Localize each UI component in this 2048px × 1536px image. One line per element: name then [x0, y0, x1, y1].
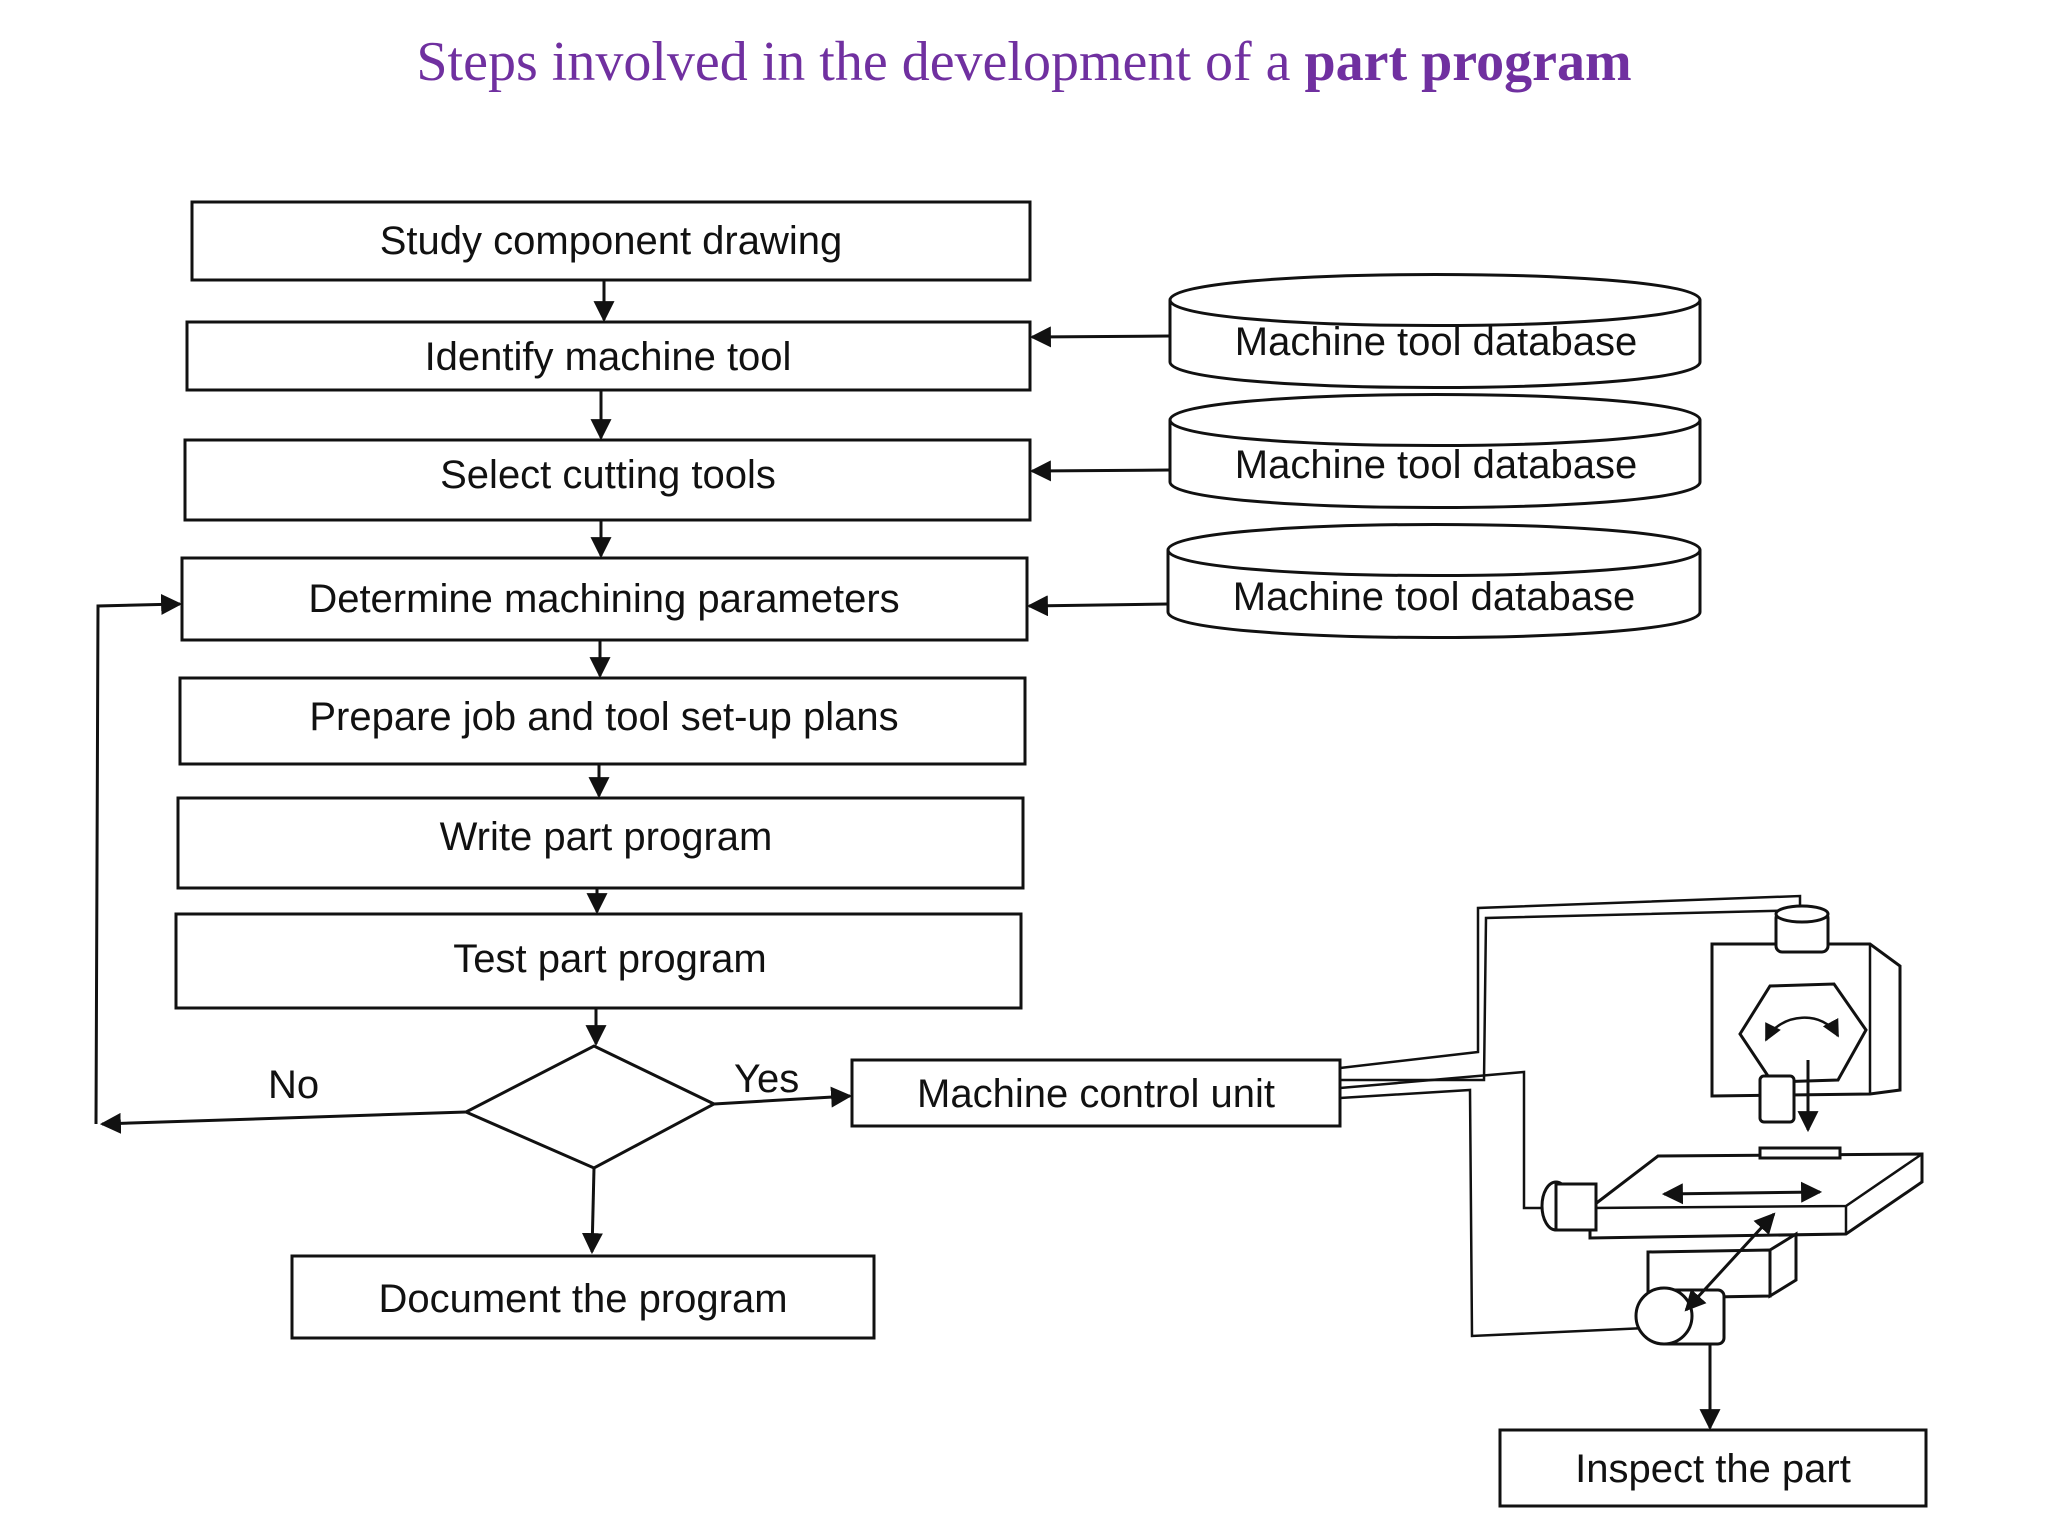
step-test-program: Test part program	[174, 912, 1023, 1010]
page-title: Steps involved in the development of a p…	[0, 30, 2048, 94]
step-identify-machine: Identify machine tool	[185, 320, 1032, 392]
database-label: Machine tool database	[1235, 443, 1638, 487]
database-label: Machine tool database	[1233, 575, 1636, 619]
no-branch: No	[94, 593, 467, 1134]
yes-branch: Yes	[713, 1057, 853, 1108]
control-unit-label: Machine control unit	[917, 1072, 1275, 1116]
database-1: Machine tool database	[1168, 273, 1702, 389]
step-label: Write part program	[440, 815, 773, 859]
database-2: Machine tool database	[1168, 393, 1702, 509]
inspect-label: Inspect the part	[1575, 1447, 1851, 1491]
step-label: Select cutting tools	[440, 453, 776, 497]
step-arrows	[585, 280, 615, 1047]
step-label: Determine machining parameters	[308, 577, 899, 621]
title-main: Steps involved in the development of a	[416, 31, 1305, 93]
step-study-drawing: Study component drawing	[190, 200, 1032, 282]
yes-label: Yes	[734, 1057, 799, 1101]
step-label: Prepare job and tool set-up plans	[309, 695, 898, 739]
step-prepare-setup: Prepare job and tool set-up plans	[178, 676, 1027, 766]
inspect-part-box: Inspect the part	[1498, 1428, 1928, 1508]
decision-diamond	[462, 1044, 718, 1170]
step-write-program: Write part program	[176, 796, 1025, 890]
step-label: Test part program	[453, 937, 766, 981]
step-determine-parameters: Determine machining parameters	[180, 556, 1029, 642]
title-bold: part program	[1304, 31, 1632, 93]
document-label: Document the program	[378, 1277, 787, 1321]
no-label: No	[268, 1063, 319, 1107]
step-label: Study component drawing	[380, 219, 843, 263]
step-select-tools: Select cutting tools	[183, 438, 1032, 522]
database-label: Machine tool database	[1235, 320, 1638, 364]
machine-control-unit-box: Machine control unit	[850, 1058, 1342, 1128]
document-arrow	[581, 1167, 603, 1255]
step-label: Identify machine tool	[425, 335, 792, 379]
machine-tool-illustration	[1540, 904, 1924, 1431]
document-program-box: Document the program	[290, 1254, 876, 1340]
database-arrows	[1026, 326, 1171, 617]
database-3: Machine tool database	[1166, 523, 1702, 639]
